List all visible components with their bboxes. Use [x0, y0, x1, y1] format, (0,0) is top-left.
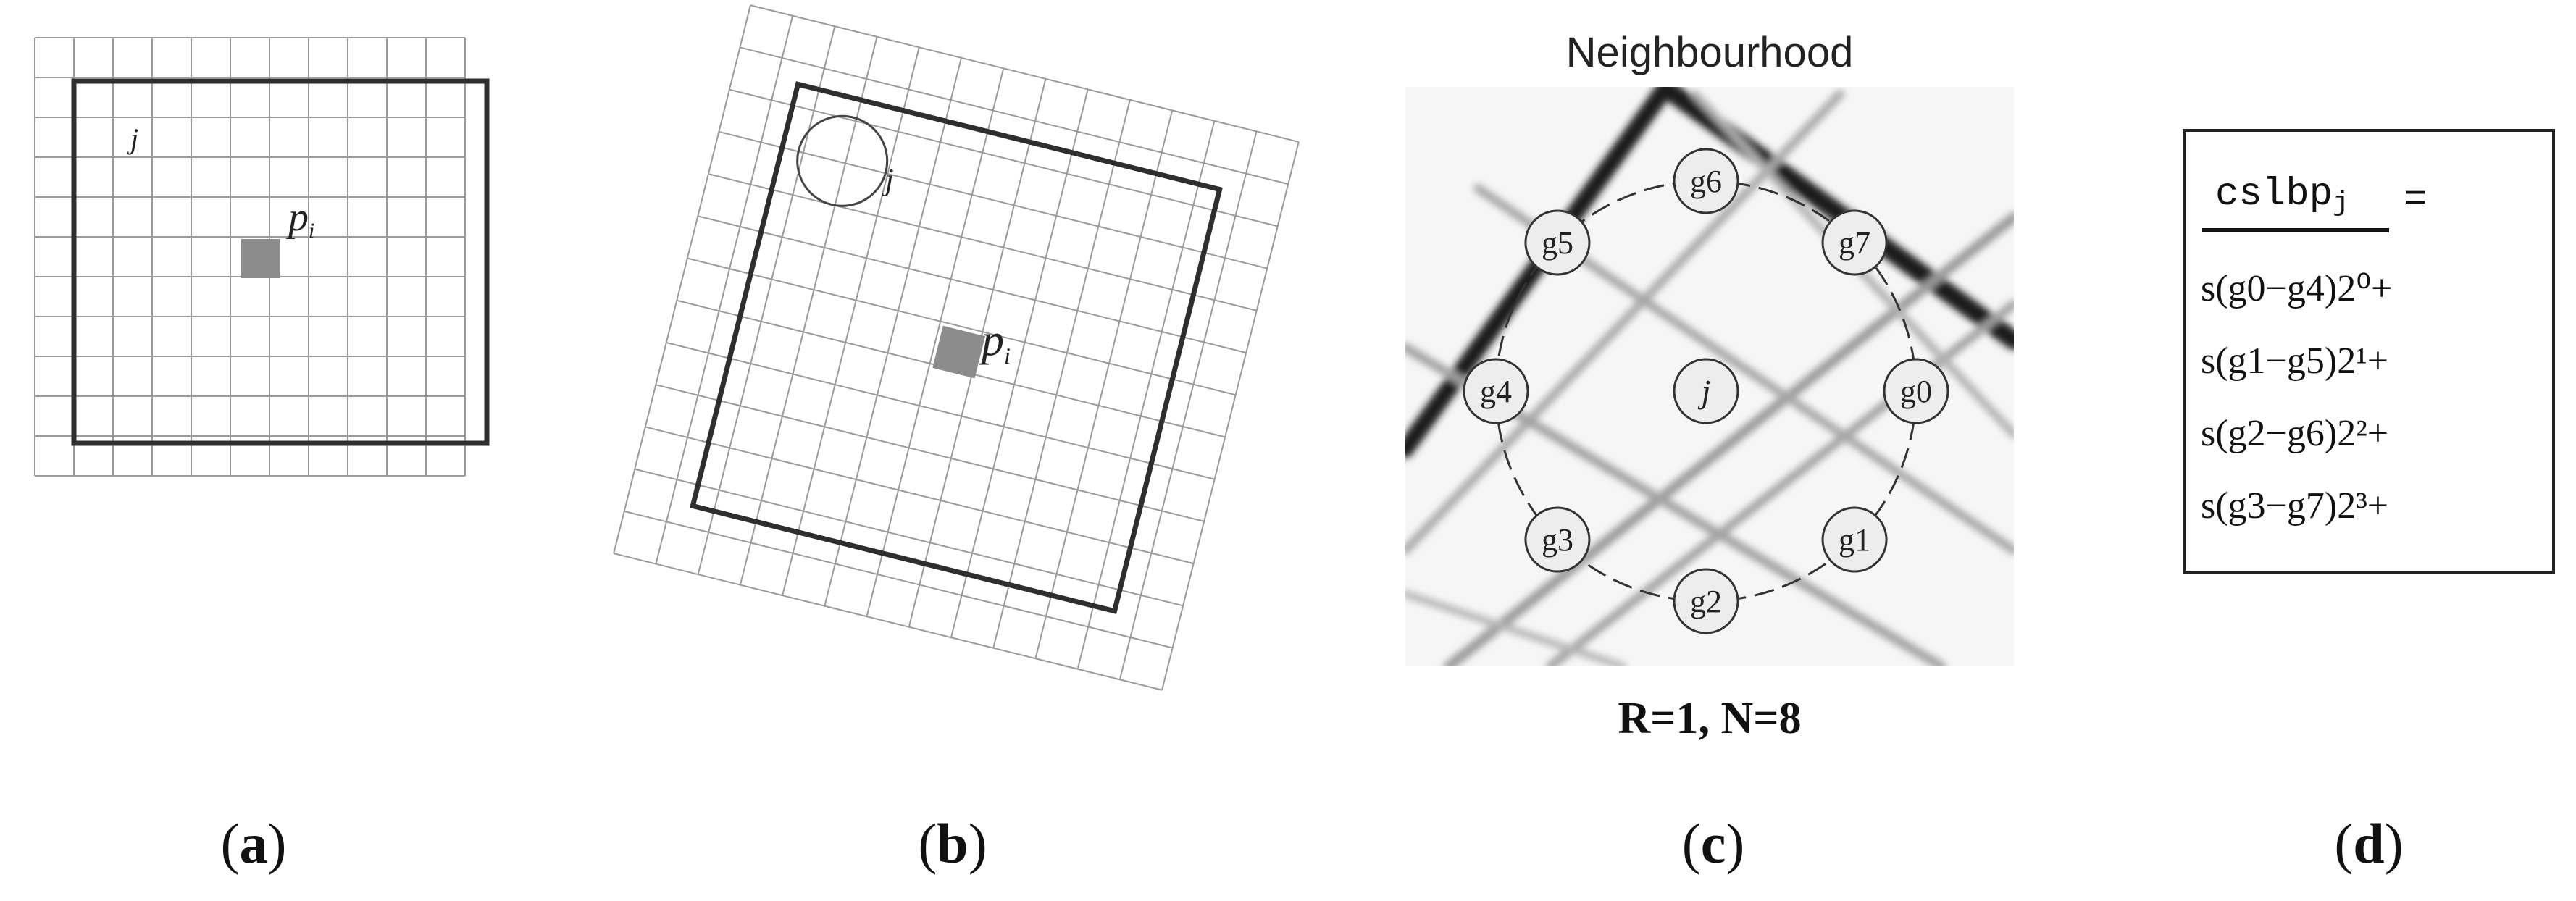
neighbor-label: g3	[1542, 522, 1573, 558]
grid-line	[782, 47, 920, 596]
caption-c: (c)	[1681, 812, 1745, 875]
bold-window-b	[690, 81, 1223, 614]
grid-line	[1161, 141, 1300, 691]
grid-line	[698, 215, 1247, 353]
formula-border	[2183, 129, 2555, 574]
panel-c: Neighbourhood g0 g1 g2 g3 g4 g5 g6 g7 j R=1, N=…	[1405, 0, 2043, 782]
formula-term: s(g0−g4)2⁰+	[2201, 268, 2392, 309]
neighbor-node-g1: g1	[1821, 506, 1888, 573]
panel-a: j pi	[22, 0, 514, 724]
grid-line	[697, 26, 836, 575]
grid-line	[1118, 131, 1258, 680]
grid-line	[740, 46, 1289, 185]
background-line	[1405, 590, 1626, 666]
neighbor-label: g0	[1900, 374, 1932, 409]
grid-diagram-b: j pi	[613, 4, 1300, 691]
grid-line	[750, 4, 1300, 143]
neighbor-label: g5	[1542, 225, 1573, 261]
window-circle-b	[796, 114, 889, 207]
caption-d: (d)	[2334, 812, 2404, 875]
grid-line	[708, 173, 1257, 311]
center-node: j	[1673, 358, 1739, 424]
neighbor-node-g2: g2	[1673, 568, 1739, 634]
grid-line	[635, 468, 1184, 607]
formula-heading: cslbpj	[2215, 172, 2349, 219]
formula-equals: =	[2404, 178, 2427, 222]
grid-a	[34, 37, 466, 477]
neighbor-node-g7: g7	[1821, 209, 1888, 276]
neighbor-node-g4: g4	[1463, 358, 1529, 424]
caption-a: (a)	[220, 812, 287, 875]
neighbor-node-g6: g6	[1673, 148, 1739, 214]
neighbor-label: g4	[1480, 374, 1512, 409]
neighbor-label: g6	[1690, 164, 1722, 199]
formula-term: s(g3−g7)2³+	[2201, 485, 2388, 527]
grid-line	[824, 57, 962, 606]
center-cell-a	[241, 239, 280, 278]
grid-line	[719, 130, 1268, 269]
center-cell-b	[932, 325, 986, 379]
neighbourhood-title: Neighbourhood	[1566, 29, 1854, 76]
neighbor-label: g7	[1839, 225, 1870, 261]
panel-d: cslbpj = s(g0−g4)2⁰+ s(g1−g5)2¹+ s(g2−g6)2…	[2173, 0, 2576, 623]
grid-line	[866, 68, 1005, 617]
background-line	[1444, 212, 2014, 666]
label-j-a: j	[127, 122, 138, 155]
panel-b: j pi	[601, 0, 1311, 724]
neighbor-label: g1	[1839, 522, 1870, 558]
grid-line	[666, 342, 1215, 480]
grid-line	[739, 36, 878, 585]
grid-line	[645, 426, 1194, 565]
formula-terms: s(g0−g4)2⁰+ s(g1−g5)2¹+ s(g2−g6)2²+ s(g3−g7…	[2201, 268, 2392, 527]
bold-window-a	[71, 78, 490, 446]
formula-term: s(g2−g6)2²+	[2201, 413, 2388, 454]
neighbor-node-g5: g5	[1524, 209, 1591, 276]
grid-line	[1034, 110, 1174, 659]
grid-line	[1076, 120, 1216, 669]
formula-box: cslbpj = s(g0−g4)2⁰+ s(g1−g5)2¹+ s(g2−g6)2…	[2183, 129, 2555, 574]
grid-line	[687, 257, 1236, 396]
grid-line	[950, 89, 1089, 638]
grid-line	[729, 88, 1278, 227]
grid-line	[655, 15, 794, 564]
neighbor-nodes: g0 g1 g2 g3 g4 g5 g6 g7	[1463, 148, 1949, 634]
neighbourhood-params: R=1, N=8	[1618, 694, 1801, 743]
caption-b: (b)	[918, 812, 987, 875]
label-j-b: j	[882, 164, 894, 197]
neighbor-node-g3: g3	[1524, 506, 1591, 573]
grid-diagram-a: j pi	[34, 37, 490, 477]
background-line	[1546, 300, 2014, 666]
neighbor-node-g0: g0	[1883, 358, 1949, 424]
grid-line	[613, 553, 1163, 691]
formula-term: s(g1−g5)2¹+	[2201, 340, 2388, 382]
neighbor-label: g2	[1690, 584, 1722, 619]
grid-line	[624, 510, 1173, 649]
neighbourhood-diagram: Neighbourhood g0 g1 g2 g3 g4 g5 g6 g7 j R=1, N=…	[1405, 29, 2014, 743]
svg-text:j: j	[1698, 373, 1711, 410]
label-p-b: pi	[979, 316, 1011, 369]
label-p-a: pi	[285, 195, 314, 243]
grid-line	[613, 4, 751, 554]
grid-line	[656, 384, 1205, 522]
grid-line	[992, 99, 1131, 648]
